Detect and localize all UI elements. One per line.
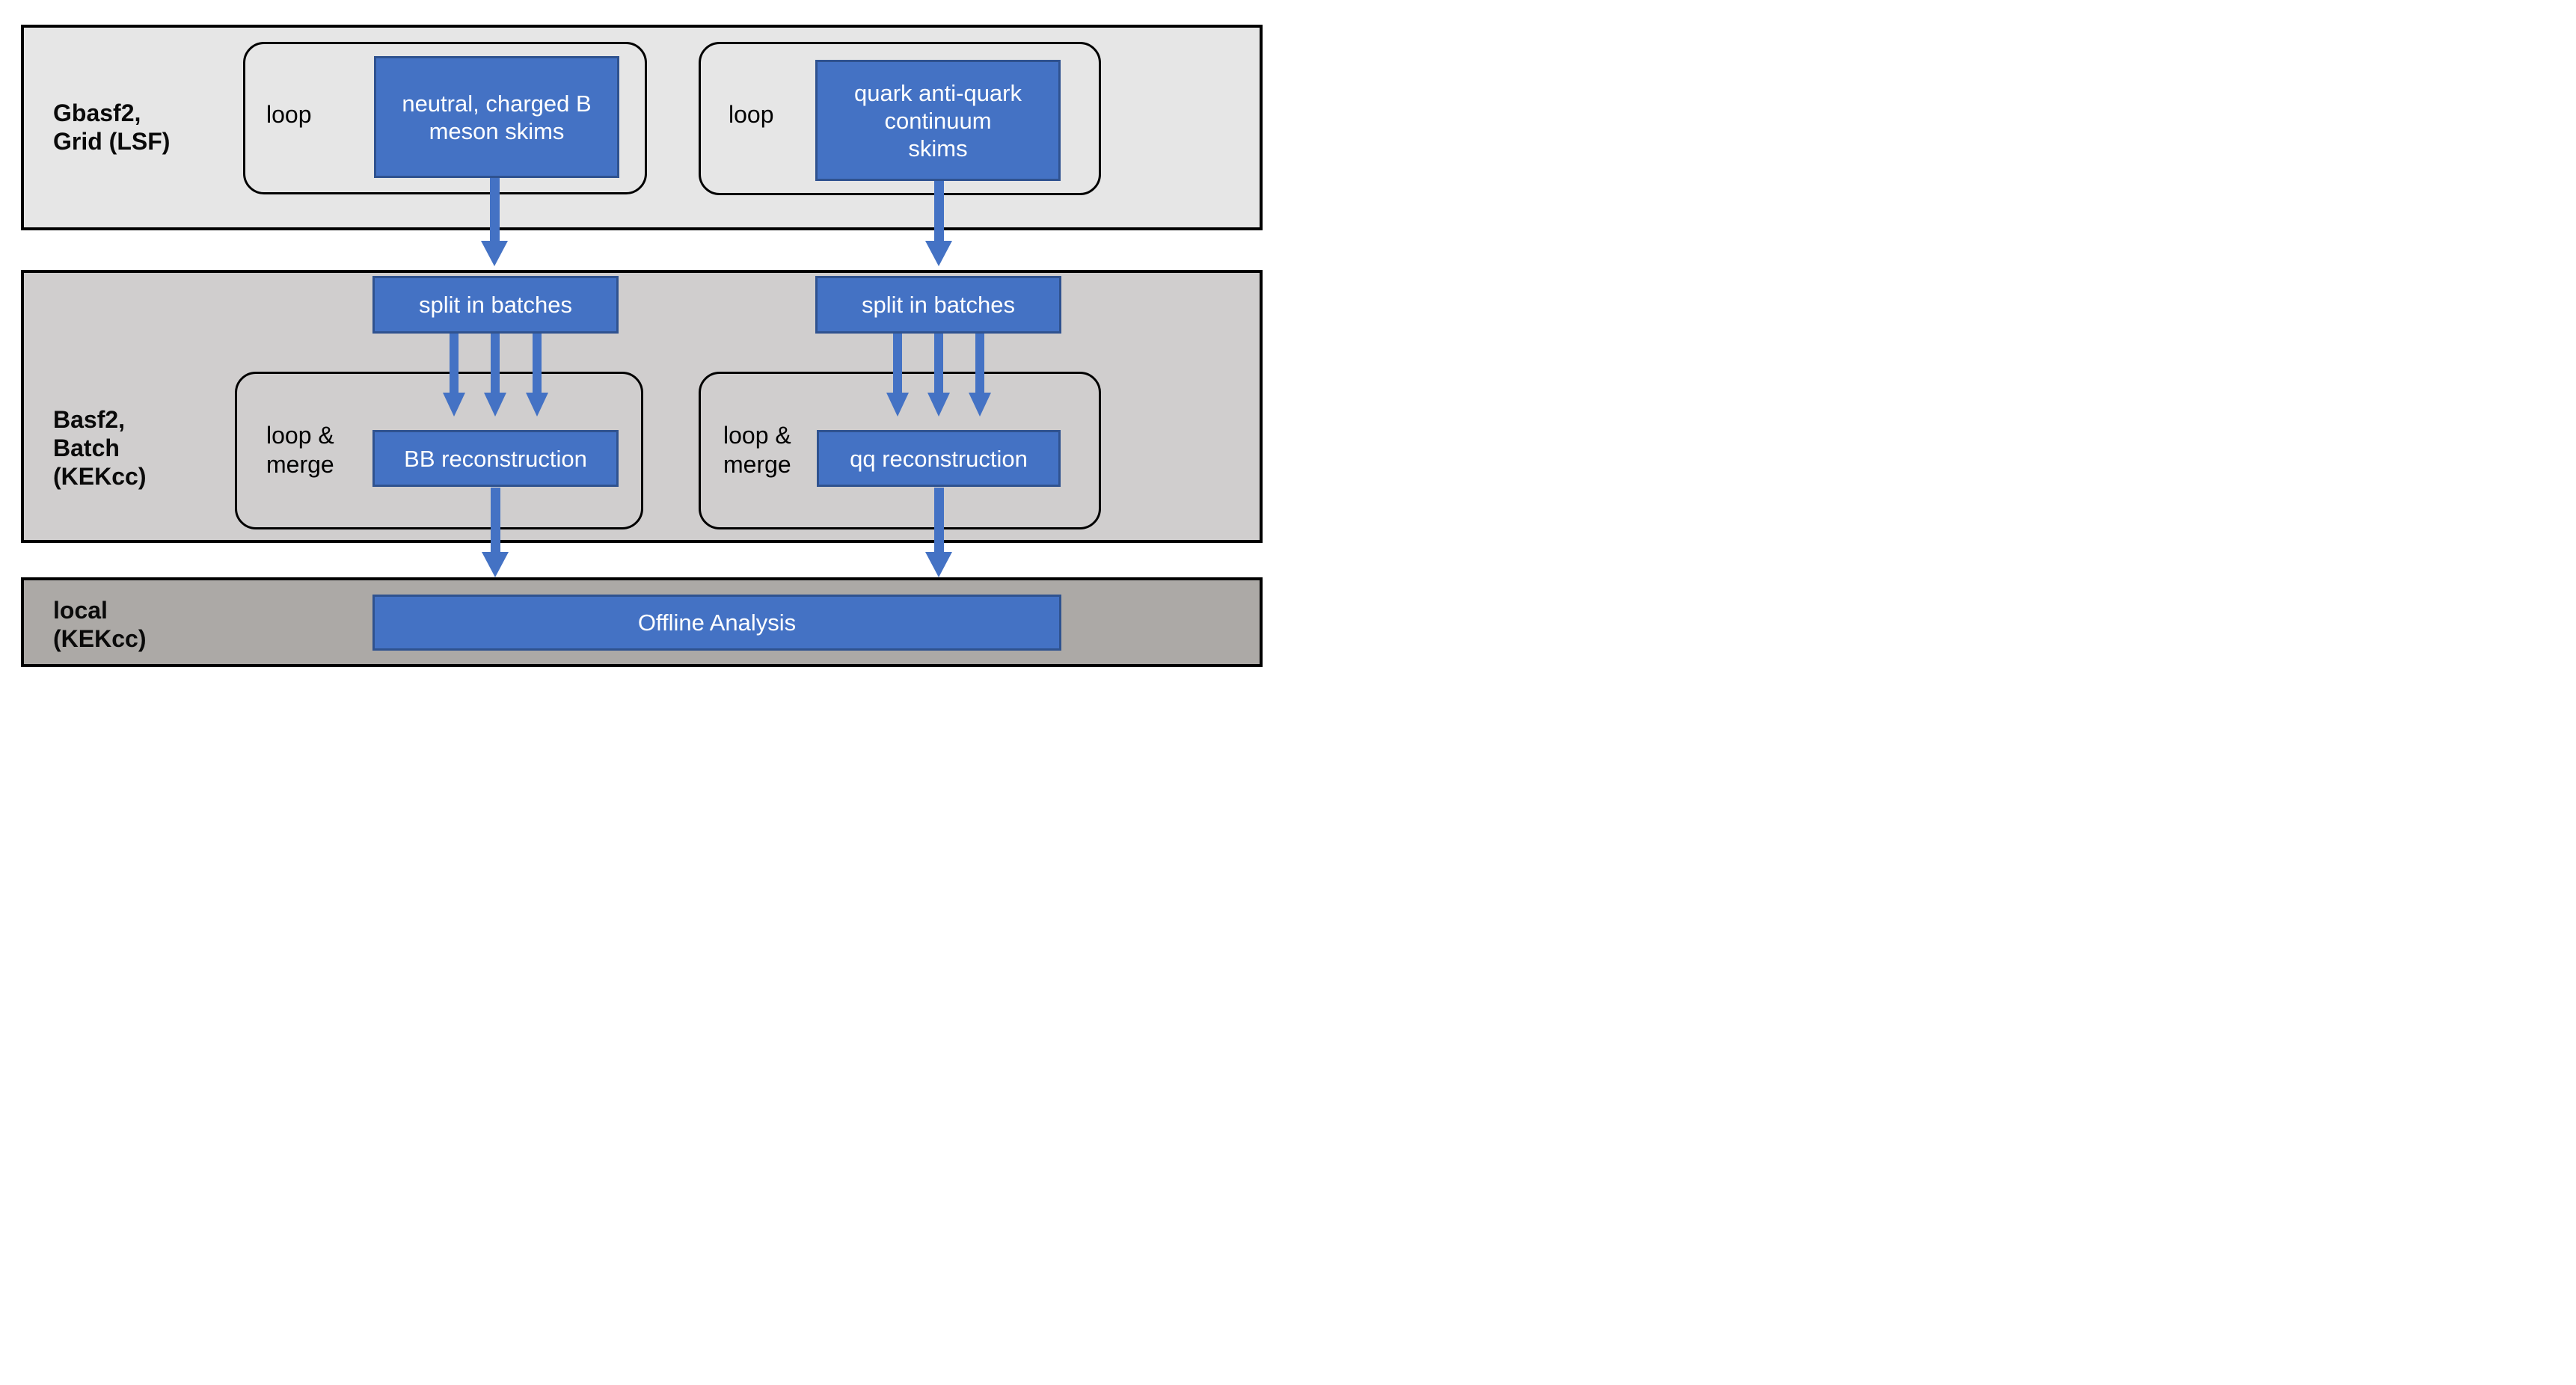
down-arrow-icon	[927, 334, 950, 417]
band-basf2-batch-label: Basf2, Batch (KEKcc)	[53, 405, 146, 491]
loop-label-text: loop	[729, 101, 774, 128]
down-arrow-icon	[886, 334, 909, 417]
down-arrow-shaft	[489, 178, 500, 241]
box-text-line: neutral, charged B	[402, 90, 592, 117]
down-arrow-shaft	[933, 181, 944, 241]
down-arrow-head	[526, 393, 548, 417]
offline-analysis-box: Offline Analysis	[372, 595, 1061, 651]
down-arrow-shaft	[933, 488, 944, 552]
loop-merge-group-bb: loop & merge BB reconstruction	[235, 372, 643, 529]
down-arrow-head	[925, 241, 952, 266]
loop-label-text: loop &	[723, 422, 791, 449]
down-arrow-icon	[969, 334, 991, 417]
down-arrow-shaft	[450, 334, 459, 393]
box-text-line: skims	[908, 135, 968, 162]
continuum-skims-box: quark anti-quark continuum skims	[815, 60, 1061, 181]
down-arrow-head	[481, 241, 508, 266]
box-text-line: quark anti-quark	[853, 79, 1022, 106]
split-in-batches-box-right: split in batches	[815, 276, 1061, 334]
box-text-line: Offline Analysis	[637, 609, 797, 636]
down-arrow-head	[925, 552, 952, 577]
down-arrow-head	[927, 393, 950, 417]
band-label-line: local	[53, 597, 108, 624]
loop-group-b-meson: loop neutral, charged B meson skims	[243, 42, 647, 194]
box-text-line: qq reconstruction	[850, 445, 1028, 472]
loop-group-continuum: loop quark anti-quark continuum skims	[699, 42, 1101, 195]
down-arrow-shaft	[893, 334, 902, 393]
loop-merge-label: loop & merge	[723, 421, 791, 479]
down-arrow-head	[482, 552, 509, 577]
down-arrow-icon	[925, 181, 952, 266]
band-gbasf2-grid: Gbasf2, Grid (LSF) loop neutral, charged…	[21, 25, 1263, 230]
down-arrow-shaft	[975, 334, 984, 393]
band-label-line: Batch	[53, 434, 120, 461]
down-arrow-head	[443, 393, 465, 417]
down-arrow-shaft	[533, 334, 542, 393]
band-label-line: (KEKcc)	[53, 625, 147, 652]
loop-label-text: merge	[723, 451, 791, 478]
band-label-line: Grid (LSF)	[53, 128, 171, 155]
down-arrow-icon	[526, 334, 548, 417]
box-text-line: split in batches	[861, 292, 1016, 318]
band-label-line: Gbasf2,	[53, 99, 141, 126]
down-arrow-shaft	[490, 488, 500, 552]
pipeline-diagram: Gbasf2, Grid (LSF) loop neutral, charged…	[0, 0, 1288, 692]
box-text-line: meson skims	[429, 117, 565, 144]
band-local-kekcc: local (KEKcc) Offline Analysis	[21, 577, 1263, 667]
band-label-line: Basf2,	[53, 406, 126, 433]
loop-label-text: loop &	[266, 422, 334, 449]
down-arrow-icon	[443, 334, 465, 417]
box-text-line: BB reconstruction	[404, 445, 587, 472]
down-arrow-head	[969, 393, 991, 417]
band-basf2-batch: Basf2, Batch (KEKcc) split in batches sp…	[21, 270, 1263, 543]
split-in-batches-box-left: split in batches	[372, 276, 619, 334]
box-text-line: split in batches	[418, 292, 573, 318]
down-arrow-shaft	[934, 334, 943, 393]
down-arrow-icon	[481, 178, 508, 266]
band-gbasf2-grid-label: Gbasf2, Grid (LSF)	[53, 99, 170, 156]
down-arrow-head	[484, 393, 506, 417]
loop-merge-group-qq: loop & merge qq reconstruction	[699, 372, 1101, 529]
down-arrow-icon	[484, 334, 506, 417]
down-arrow-shaft	[491, 334, 500, 393]
band-local-kekcc-label: local (KEKcc)	[53, 596, 146, 653]
down-arrow-icon	[925, 488, 952, 577]
down-arrow-icon	[482, 488, 509, 577]
loop-label-text: merge	[266, 451, 334, 478]
b-meson-skims-box: neutral, charged B meson skims	[374, 56, 619, 178]
loop-label-text: loop	[266, 101, 312, 128]
loop-merge-label: loop & merge	[266, 421, 334, 479]
down-arrow-head	[886, 393, 909, 417]
loop-label: loop	[266, 100, 312, 129]
loop-label: loop	[729, 100, 774, 129]
band-label-line: (KEKcc)	[53, 463, 147, 490]
qq-reconstruction-box: qq reconstruction	[817, 430, 1061, 487]
bb-reconstruction-box: BB reconstruction	[372, 430, 619, 487]
box-text-line: continuum	[884, 107, 992, 134]
